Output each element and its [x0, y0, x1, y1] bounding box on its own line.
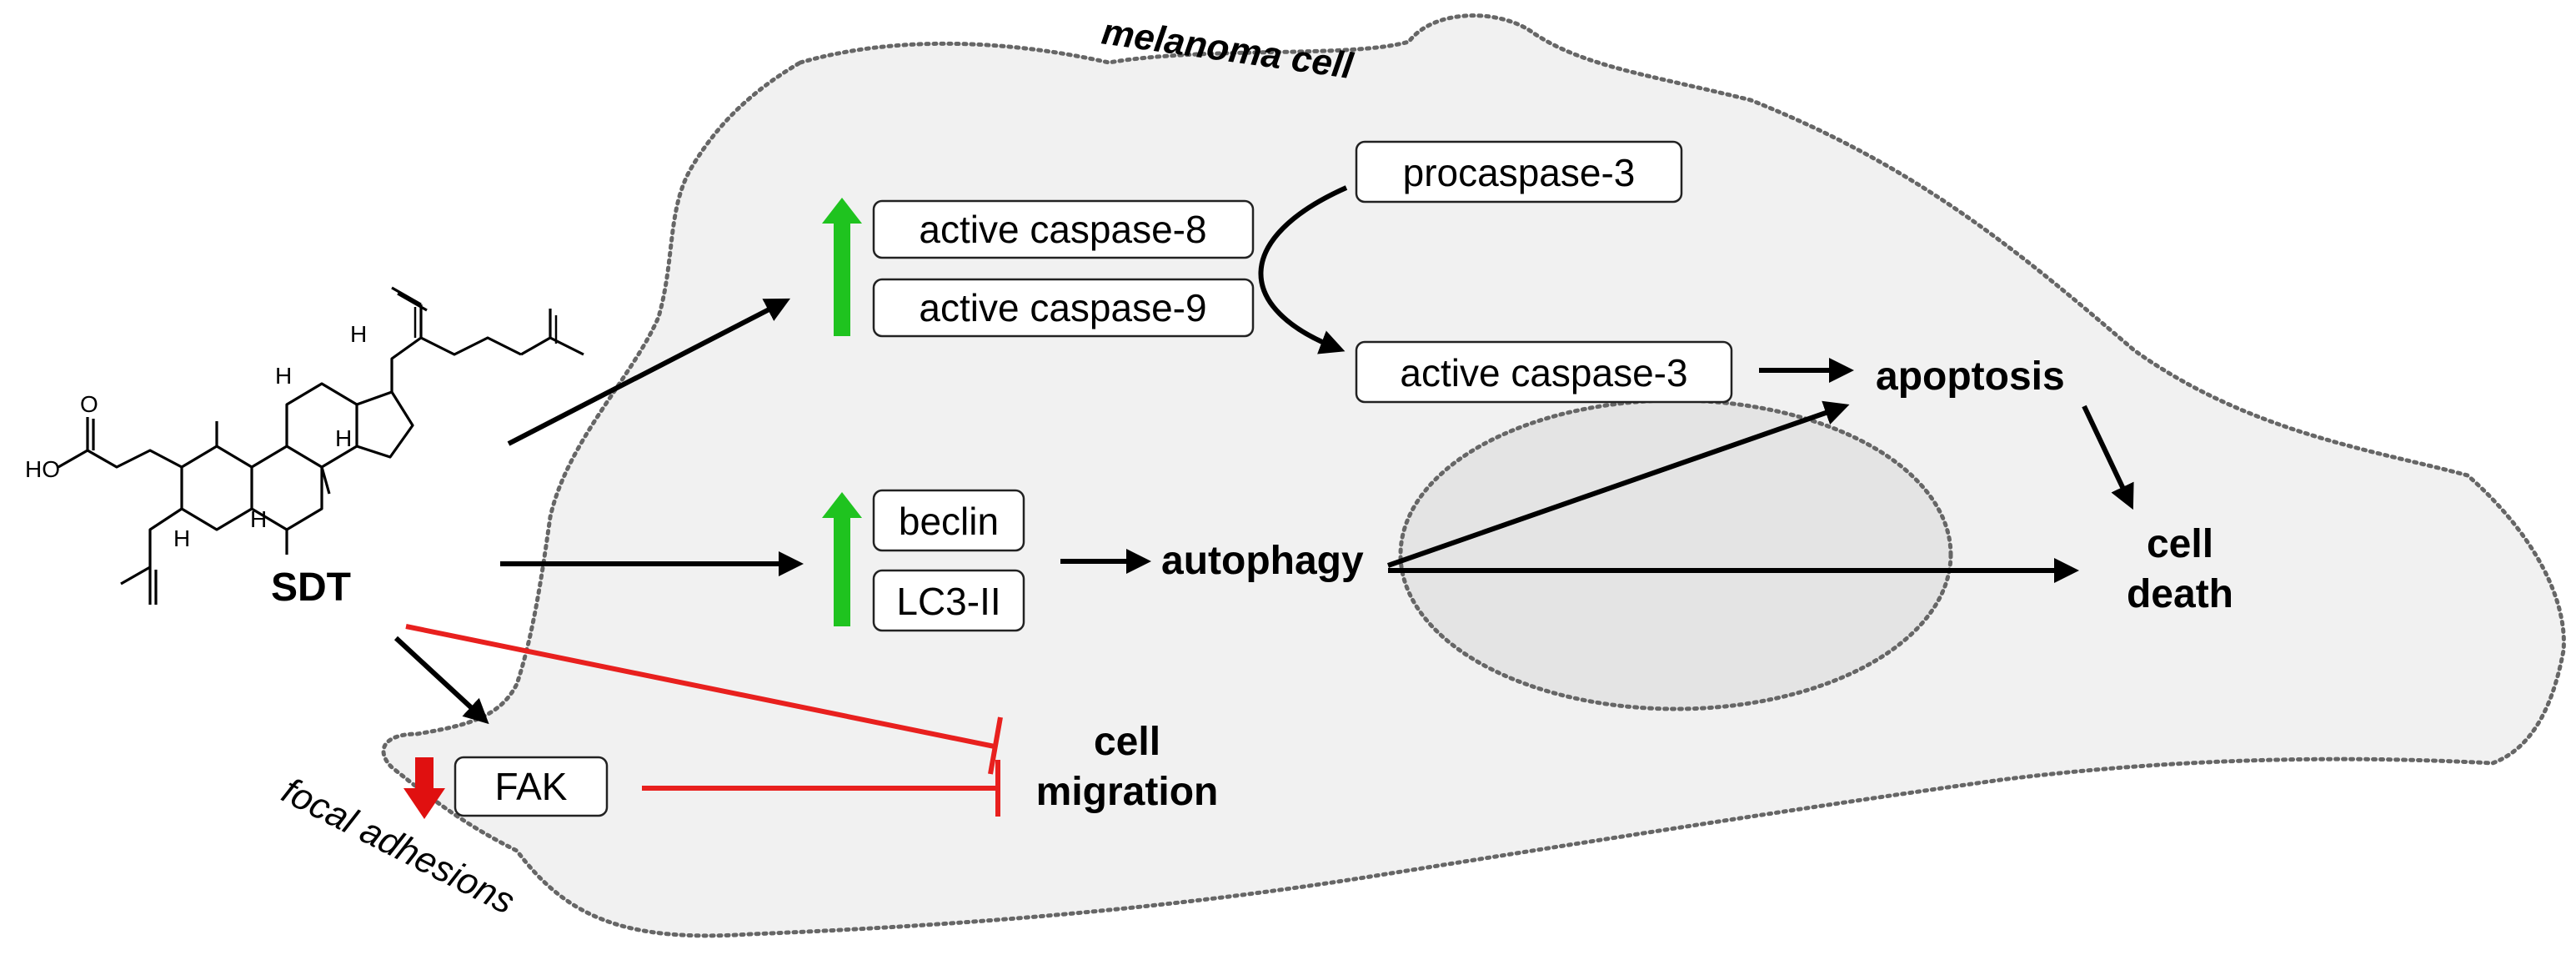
box-active-caspase-8-text: active caspase-8 — [919, 208, 1206, 251]
box-lc3-ii: LC3-II — [872, 569, 1025, 632]
stereo-h-4: H — [173, 525, 190, 551]
inhibit-fak-migration — [642, 760, 1000, 817]
up-arrow-autophagy-markers — [822, 492, 862, 626]
box-active-caspase-3-text: active caspase-3 — [1400, 351, 1687, 395]
stereo-h-1: H — [275, 363, 292, 389]
acid-hydroxyl: HO — [25, 456, 60, 482]
box-beclin-text: beclin — [899, 500, 999, 543]
arrow-sdt-to-caspases — [507, 298, 791, 446]
stereo-h-3: H — [250, 506, 267, 532]
stereo-h-2: H — [335, 425, 352, 451]
cell-migration-label-line1: cell — [1094, 720, 1160, 764]
arrow-sdt-to-fak — [393, 636, 489, 725]
acid-oxygen: O — [80, 391, 98, 417]
up-arrow-caspases — [822, 198, 862, 336]
box-fak: FAK — [454, 756, 609, 817]
box-active-caspase-9: active caspase-9 — [872, 278, 1255, 338]
box-active-caspase-8: active caspase-8 — [872, 199, 1255, 259]
sdt-structure — [58, 286, 584, 605]
box-procaspase-3: procaspase-3 — [1355, 140, 1683, 204]
nucleus — [1398, 398, 1953, 711]
apoptosis-label: apoptosis — [1876, 354, 2065, 399]
box-active-caspase-3: active caspase-3 — [1355, 340, 1733, 404]
autophagy-label: autophagy — [1161, 539, 1364, 583]
arrow-apoptosis-to-cell-death — [2082, 405, 2134, 510]
box-lc3-ii-text: LC3-II — [896, 580, 1000, 623]
arrow-autophagy-to-apoptosis — [1387, 400, 1850, 568]
box-beclin: beclin — [872, 489, 1025, 552]
box-fak-text: FAK — [495, 765, 568, 808]
arrow-caspase-cascade — [1258, 185, 1348, 354]
sdt-label: SDT — [271, 565, 351, 610]
box-procaspase-3-text: procaspase-3 — [1403, 151, 1636, 194]
down-arrow-fak — [403, 757, 445, 819]
cell-migration-label-line2: migration — [1036, 770, 1219, 814]
box-active-caspase-9-text: active caspase-9 — [919, 286, 1206, 329]
stereo-h-5: H — [350, 321, 367, 347]
cell-death-label-line2: death — [2127, 572, 2233, 616]
inhibit-sdt-migration — [405, 624, 1003, 775]
cell-death-label-line1: cell — [2147, 522, 2213, 566]
